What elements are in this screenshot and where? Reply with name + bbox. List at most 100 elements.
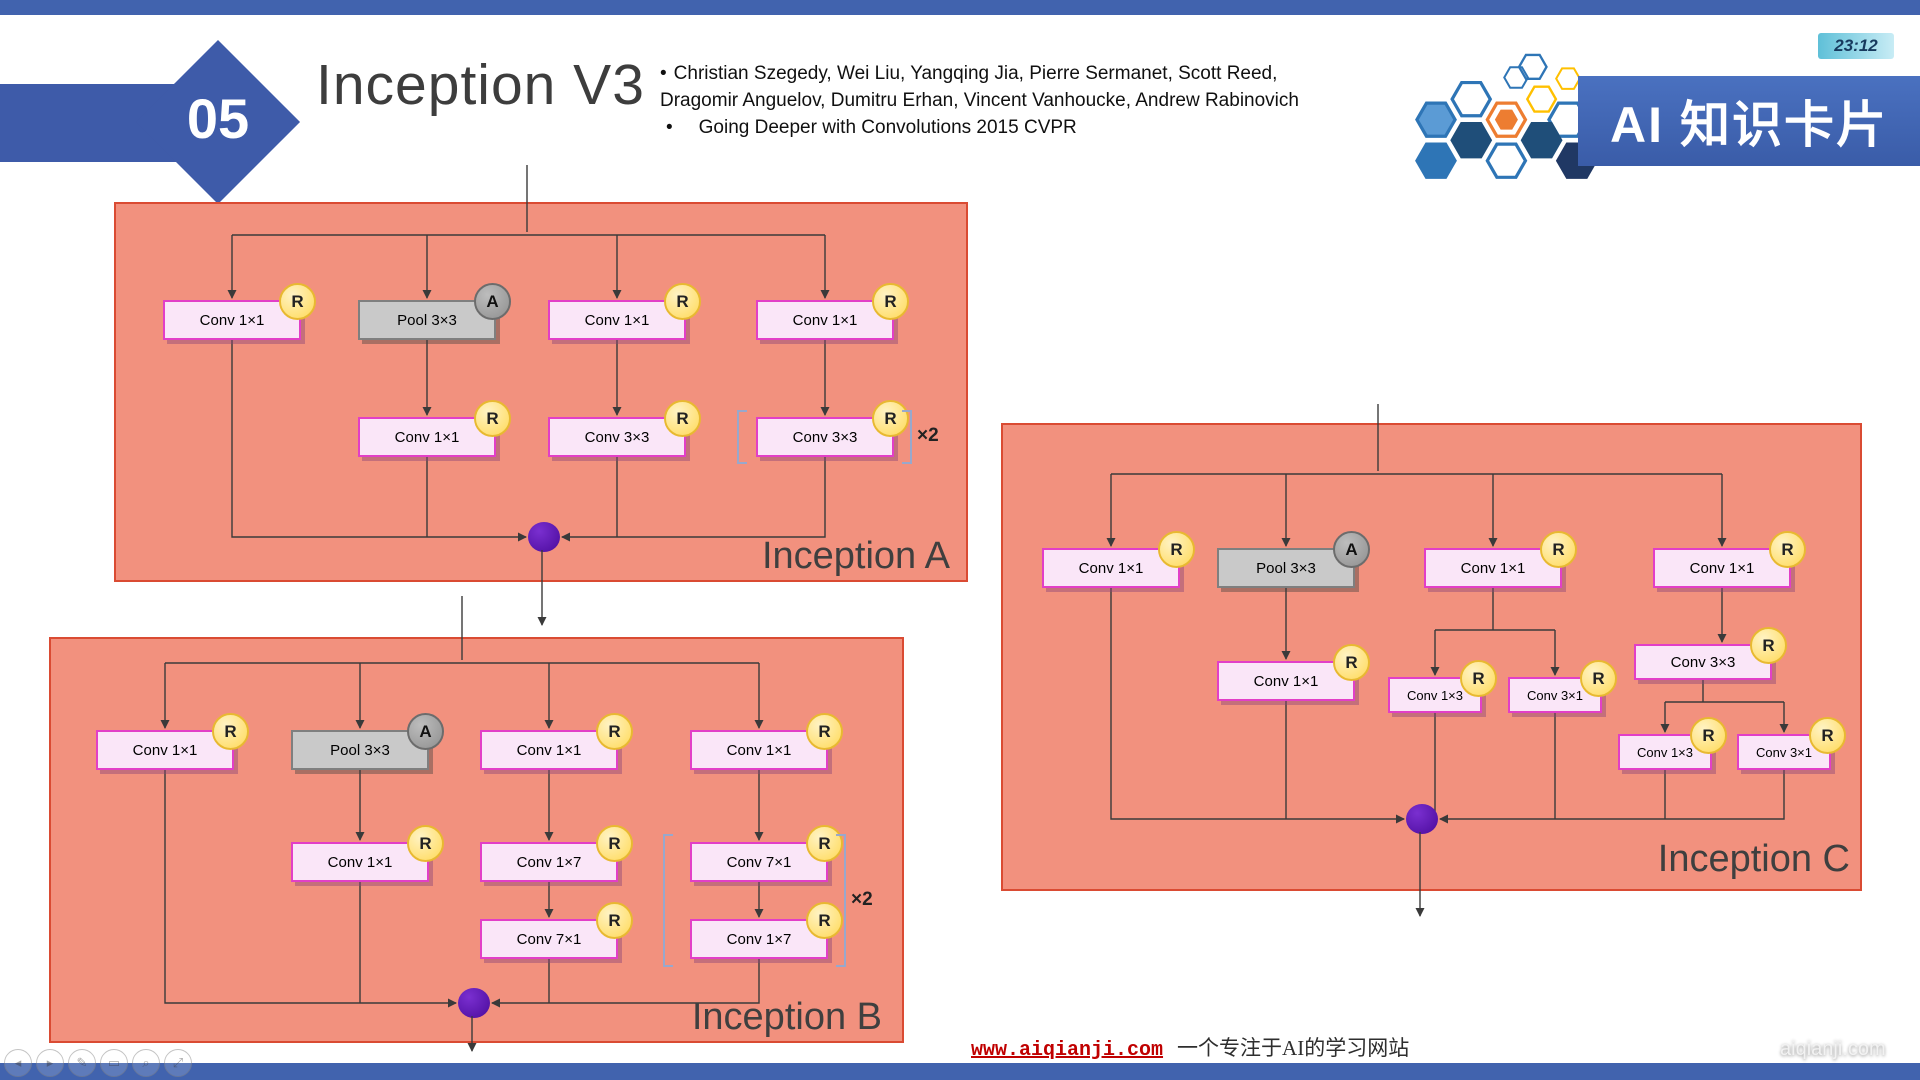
panel-title: Inception C <box>1657 838 1850 880</box>
footer: www.aiqianji.com 一个专注于AI的学习网站 <box>971 1032 1409 1062</box>
relu-badge: R <box>1769 531 1806 568</box>
relu-badge: R <box>872 400 909 437</box>
conv-label: Conv 1×7 <box>516 853 582 871</box>
bullet-marker: • <box>666 117 673 138</box>
relu-badge: R <box>212 713 249 750</box>
conv-label: Conv 1×1 <box>1689 559 1755 577</box>
conv-box: Conv 1×1 R <box>1042 531 1195 588</box>
repeat-bracket-left <box>737 410 747 464</box>
relu-badge: R <box>806 713 843 750</box>
conv-box: Conv 1×1 R <box>358 400 511 457</box>
media-next-icon[interactable]: ▸ <box>36 1049 64 1077</box>
conv-box: Conv 3×1 R <box>1508 660 1617 713</box>
bullet-marker: • <box>660 63 667 84</box>
conv-box: Conv 1×1 R <box>1424 531 1577 588</box>
conv-box: Conv 1×3 R <box>1618 717 1727 770</box>
conv-box: Conv 1×1 R <box>1217 644 1370 701</box>
panel-title: Inception A <box>761 535 950 577</box>
media-previous-icon[interactable]: ◂ <box>4 1049 32 1077</box>
pool-label: Pool 3×3 <box>330 741 390 759</box>
conv-box: Conv 1×3 R <box>1388 660 1497 713</box>
conv-label: Conv 3×1 <box>1526 687 1583 703</box>
conv-box: Conv 7×1 R <box>480 902 633 959</box>
conv-box: Conv 3×3 R <box>1634 627 1787 680</box>
conv-label: Conv 3×1 <box>1755 744 1812 760</box>
conv-label: Conv 1×1 <box>516 741 582 759</box>
relu-badge: R <box>1750 627 1787 664</box>
relu-badge: R <box>279 283 316 320</box>
conv-label: Conv 1×3 <box>1406 687 1463 703</box>
expand-icon[interactable]: ⤢ <box>164 1049 192 1077</box>
bottom-bar <box>0 1063 1920 1080</box>
authors-line-1: • Christian Szegedy, Wei Liu, Yangqing Ji… <box>660 60 1299 87</box>
conv-label: Conv 1×1 <box>792 311 858 329</box>
repeat-bracket-left <box>663 834 673 967</box>
conv-label: Conv 1×1 <box>132 741 198 759</box>
conv-label: Conv 1×1 <box>327 853 393 871</box>
relu-badge: R <box>664 283 701 320</box>
top-bar <box>0 0 1920 15</box>
relu-badge: R <box>1540 531 1577 568</box>
paper-line: • Going Deeper with Convolutions 2015 CVP… <box>660 114 1299 141</box>
frame-icon[interactable]: ▭ <box>100 1049 128 1077</box>
clock: 23:12 <box>1818 33 1894 59</box>
authors-block: • Christian Szegedy, Wei Liu, Yangqing Ji… <box>660 60 1299 141</box>
avg-pool-badge: A <box>407 713 444 750</box>
relu-badge: R <box>596 713 633 750</box>
conv-box: Conv 1×1 R <box>163 283 316 340</box>
avg-pool-badge: A <box>1333 531 1370 568</box>
conv-label: Conv 1×1 <box>1078 559 1144 577</box>
authors-line-2: Dragomir Anguelov, Dumitru Erhan, Vincen… <box>660 90 1299 111</box>
conv-box: Conv 1×1 R <box>1653 531 1806 588</box>
pool-box: Pool 3×3 A <box>358 283 511 340</box>
repeat-multiplier: ×2 <box>851 889 873 910</box>
relu-badge: R <box>407 825 444 862</box>
conv-label: Conv 1×1 <box>584 311 650 329</box>
conv-box: Conv 1×7 R <box>690 902 843 959</box>
repeat-bracket-right <box>836 834 846 967</box>
conv-label: Conv 1×7 <box>726 930 792 948</box>
conv-label: Conv 1×1 <box>1460 559 1526 577</box>
pencil-icon[interactable]: ✎ <box>68 1049 96 1077</box>
conv-box: Conv 1×1 R <box>96 713 249 770</box>
conv-label: Conv 1×3 <box>1636 744 1693 760</box>
aiqianji-link[interactable]: www.aiqianji.com <box>971 1039 1164 1062</box>
pool-label: Pool 3×3 <box>1256 559 1316 577</box>
magnifier-icon[interactable]: ⌕ <box>132 1049 160 1077</box>
relu-badge: R <box>1460 660 1497 697</box>
brand-banner: AI 知识卡片 <box>1578 76 1920 166</box>
relu-badge: R <box>806 825 843 862</box>
avg-pool-badge: A <box>474 283 511 320</box>
inception-c-panel: Conv 1×1 R Pool 3×3 A Conv 1×1 R Conv 1×… <box>1001 423 1862 891</box>
relu-badge: R <box>1690 717 1727 754</box>
panel-title: Inception B <box>691 996 882 1038</box>
inception-b-panel: Conv 1×1 R Pool 3×3 A Conv 1×1 R Conv 1×… <box>49 637 904 1043</box>
footer-tagline: 一个专注于AI的学习网站 <box>1177 1036 1410 1060</box>
conv-label: Conv 1×1 <box>394 428 460 446</box>
hexagon-logo <box>1415 53 1598 179</box>
concat-node <box>458 988 490 1018</box>
relu-badge: R <box>872 283 909 320</box>
relu-badge: R <box>1809 717 1846 754</box>
concat-node <box>528 522 560 552</box>
relu-badge: R <box>1333 644 1370 681</box>
relu-badge: R <box>596 902 633 939</box>
relu-badge: R <box>596 825 633 862</box>
conv-label: Conv 1×1 <box>726 741 792 759</box>
conv-label: Conv 3×3 <box>1670 653 1736 671</box>
wires-layer <box>1106 473 1789 824</box>
wires-layer <box>160 662 764 1008</box>
paper-text: Going Deeper with Convolutions 2015 CVPR <box>698 117 1077 138</box>
relu-badge: R <box>664 400 701 437</box>
relu-badge: R <box>1580 660 1617 697</box>
conv-box: Conv 3×3 R <box>756 400 909 457</box>
conv-label: Conv 7×1 <box>516 930 582 948</box>
conv-label: Conv 1×1 <box>1253 672 1319 690</box>
authors-text-1: Christian Szegedy, Wei Liu, Yangqing Jia… <box>673 63 1278 84</box>
conv-box: Conv 1×7 R <box>480 825 633 882</box>
repeat-multiplier: ×2 <box>917 425 939 446</box>
inception-a-panel: Conv 1×1 R Pool 3×3 A Conv 1×1 R Conv 1×… <box>114 202 968 582</box>
conv-box: Conv 1×1 R <box>291 825 444 882</box>
conv-box: Conv 3×1 R <box>1737 717 1846 770</box>
